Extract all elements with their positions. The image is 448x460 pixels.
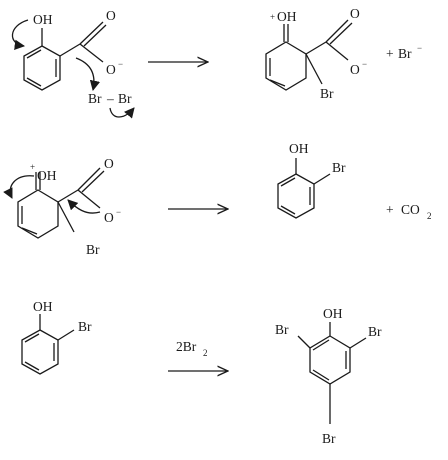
step1-reactant-salicylate: OH O O − Br – Br	[11, 8, 135, 119]
plus-sign-2: +	[386, 202, 394, 217]
bromo-substituent-4: Br	[332, 160, 346, 175]
carbon-dioxide: CO	[401, 202, 420, 217]
curly-arrow-ring	[75, 57, 101, 92]
carboxylate-charge-2: −	[362, 59, 367, 69]
carboxylate-oxygen-label-2: O	[350, 62, 360, 77]
bromide-ion: Br	[398, 46, 412, 61]
plus-sign-1: +	[386, 46, 394, 61]
bromo-substituent: Br	[320, 86, 334, 101]
hydroxyl-label-4: OH	[289, 141, 309, 156]
bromine-atom-right: Br	[118, 91, 132, 106]
carbon-dioxide-subscript: 2	[427, 211, 432, 221]
carboxylate-charge: −	[118, 59, 123, 69]
bromine-bond: –	[106, 91, 114, 106]
step3-product-tribromophenol: OH Br Br Br	[275, 306, 382, 446]
oxonium-charge-3: +	[30, 162, 35, 172]
oxonium-charge: +	[270, 12, 275, 22]
step1-product-intermediate: + OH O O − Br	[265, 6, 367, 101]
carbonyl-oxygen-label: O	[106, 8, 116, 23]
carboxylate-oxygen-label-3: O	[104, 210, 114, 225]
bromine-atom-left: Br	[88, 91, 102, 106]
bromide-charge: −	[417, 43, 422, 53]
oxonium-label: OH	[277, 9, 297, 24]
carboxylate-charge-3: −	[116, 207, 121, 217]
hydroxyl-label-6: OH	[323, 306, 343, 321]
carbonyl-oxygen-label-3: O	[104, 156, 114, 171]
reagent-label: 2Br	[176, 339, 197, 354]
step3-reactant-bromophenol: OH Br	[21, 299, 92, 375]
carbonyl-oxygen-label-2: O	[350, 6, 360, 21]
curly-arrow-br	[109, 107, 135, 119]
carboxylate-oxygen-label: O	[106, 62, 116, 77]
reagent-subscript: 2	[203, 348, 208, 358]
bromo-substituent-6a: Br	[275, 322, 289, 337]
bromo-substituent-6c: Br	[322, 431, 336, 446]
curly-arrow-carbonyl	[3, 175, 35, 199]
curly-arrow-decarboxylation	[67, 199, 101, 214]
curly-arrow-oh	[11, 19, 29, 50]
oxonium-label-3: OH	[37, 168, 57, 183]
step2-product-bromophenol: OH Br	[277, 141, 346, 219]
bromo-substituent-6b: Br	[368, 324, 382, 339]
bromo-substituent-5: Br	[78, 319, 92, 334]
step2-reactant-intermediate: + OH O O − Br	[3, 156, 121, 257]
hydroxyl-label-5: OH	[33, 299, 53, 314]
hydroxyl-label: OH	[33, 12, 53, 27]
bromo-substituent-3: Br	[86, 242, 100, 257]
